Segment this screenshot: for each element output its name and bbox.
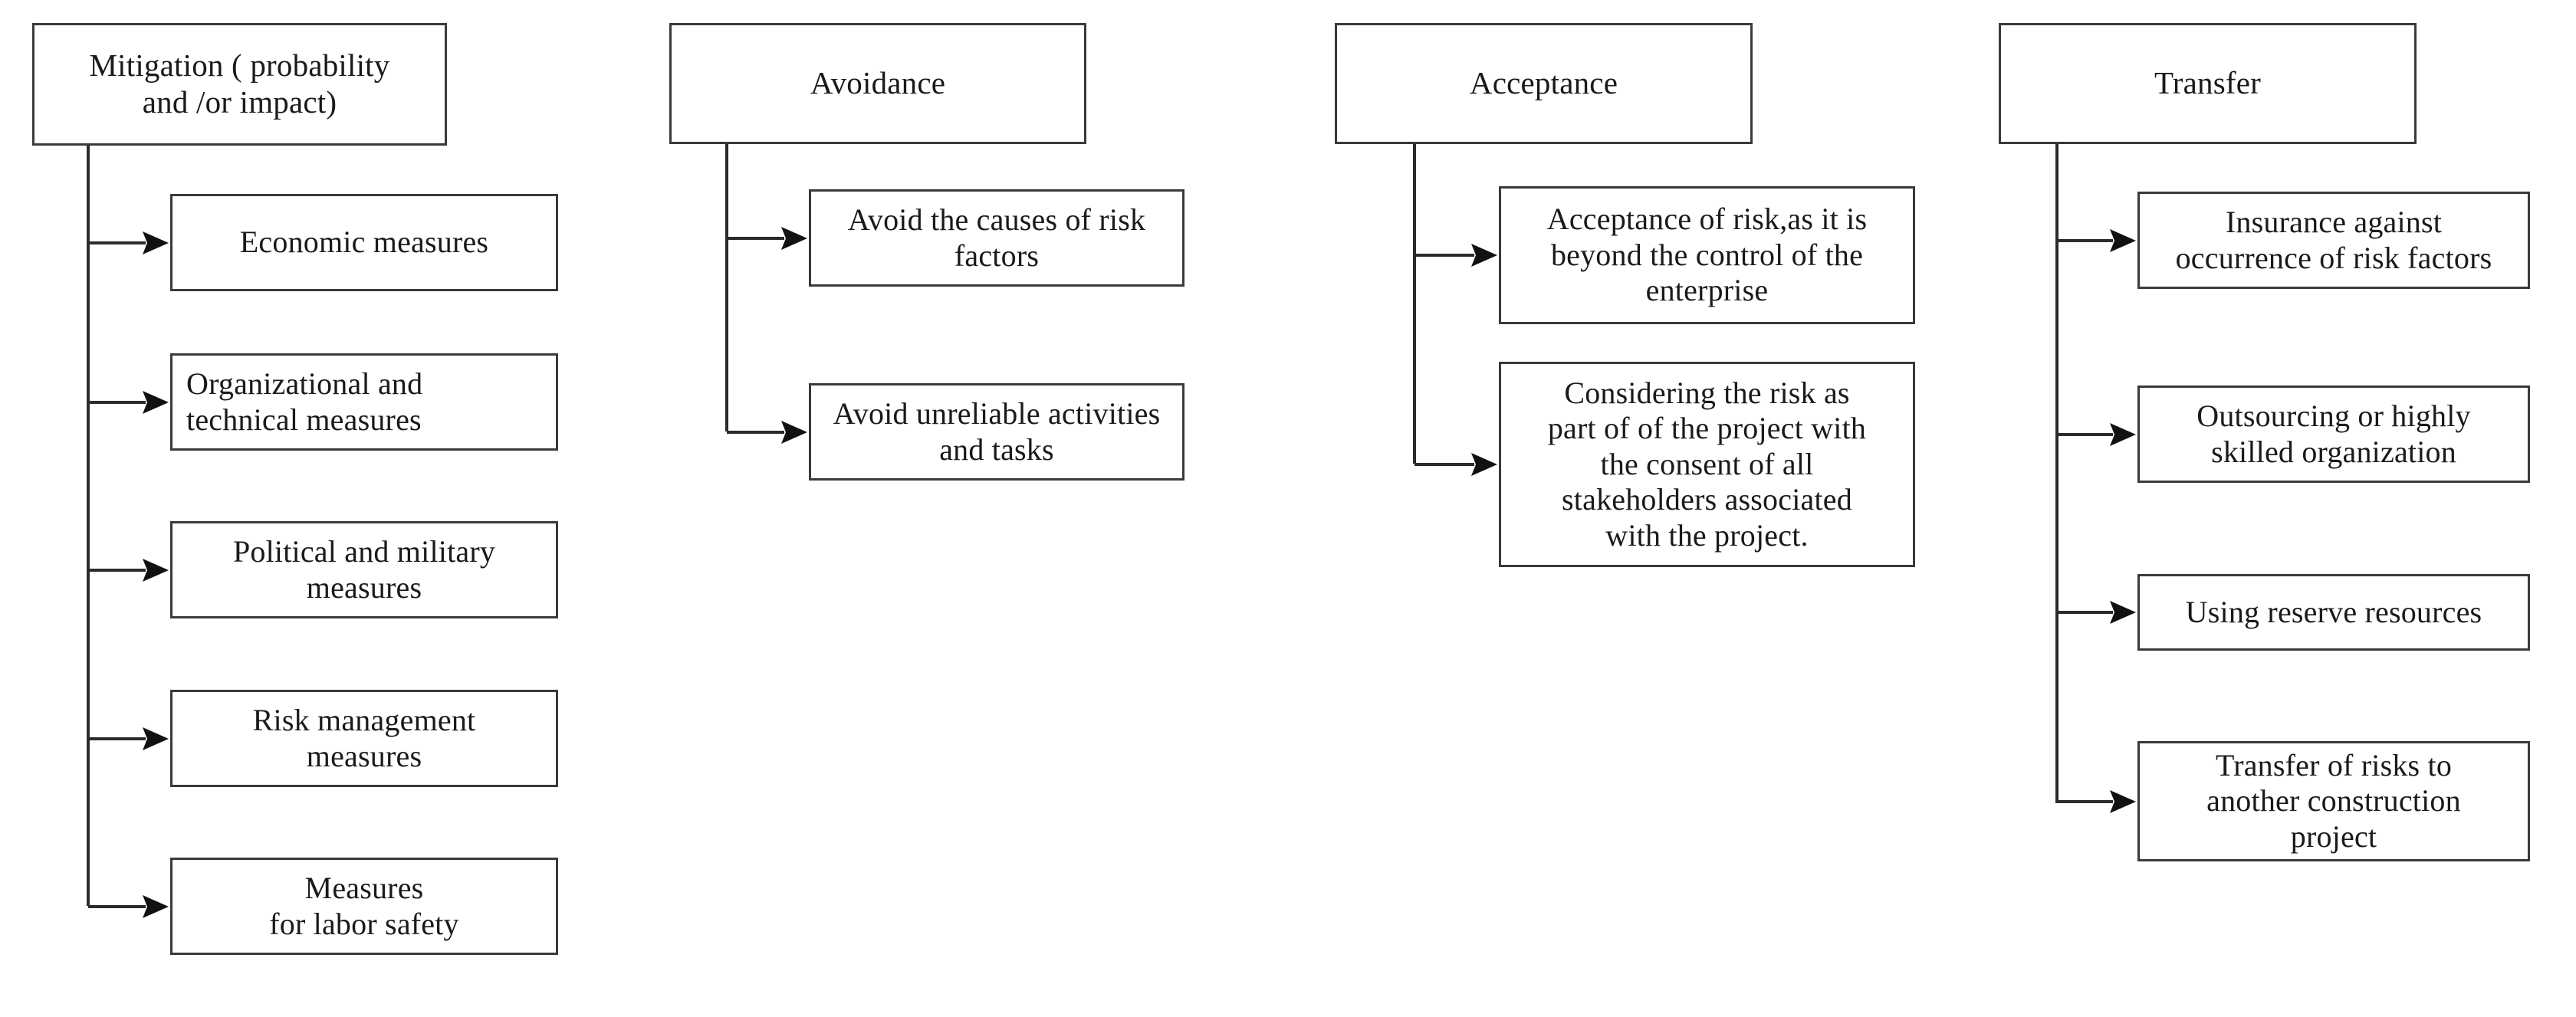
root-node-transfer: Transfer (1999, 23, 2417, 144)
child-node-avoidance-2: Avoid unreliable activities and tasks (809, 383, 1184, 481)
arrowhead-mitigation-1 (143, 231, 169, 254)
child-node-mitigation-3: Political and military measures (170, 521, 558, 618)
root-node-acceptance: Acceptance (1335, 23, 1753, 144)
root-node-avoidance: Avoidance (669, 23, 1086, 144)
child-node-mitigation-5: Measures for labor safety (170, 858, 558, 955)
arrowhead-avoidance-1 (781, 227, 807, 250)
child-node-transfer-1: Insurance against occurrence of risk fac… (2137, 192, 2530, 289)
arrowhead-mitigation-4 (143, 727, 169, 750)
node-label: Outsourcing or highly skilled organizati… (2196, 399, 2471, 469)
arrowhead-mitigation-5 (143, 895, 169, 918)
child-node-mitigation-4: Risk management measures (170, 690, 558, 787)
arrowhead-mitigation-2 (143, 391, 169, 414)
arrowhead-avoidance-2 (781, 421, 807, 444)
child-node-mitigation-1: Economic measures (170, 194, 558, 291)
node-label: Economic measures (239, 225, 489, 260)
node-label: Measures for labor safety (269, 871, 459, 941)
arrowhead-transfer-1 (2110, 229, 2136, 252)
arrowhead-acceptance-2 (1471, 453, 1497, 476)
node-label: Acceptance of risk,as it is beyond the c… (1546, 202, 1868, 308)
node-label: Transfer of risks to another constructio… (2206, 747, 2461, 854)
child-node-mitigation-2: Organizational and technical measures (170, 353, 558, 451)
node-label: Acceptance (1469, 65, 1618, 101)
node-label: Considering the risk as part of of the p… (1547, 376, 1867, 553)
arrowhead-transfer-2 (2110, 423, 2136, 446)
node-label: Risk management measures (252, 703, 476, 773)
child-node-acceptance-2: Considering the risk as part of of the p… (1499, 362, 1915, 567)
node-label: Avoidance (810, 65, 946, 101)
child-node-acceptance-1: Acceptance of risk,as it is beyond the c… (1499, 186, 1915, 324)
node-label: Avoid unreliable activities and tasks (833, 396, 1161, 467)
node-label: Avoid the causes of risk factors (847, 202, 1146, 273)
child-node-transfer-3: Using reserve resources (2137, 574, 2530, 651)
node-label: Organizational and technical measures (186, 366, 423, 437)
child-node-avoidance-1: Avoid the causes of risk factors (809, 189, 1184, 287)
root-node-mitigation: Mitigation ( probability and /or impact) (32, 23, 447, 146)
node-label: Political and military measures (232, 534, 496, 605)
arrowhead-acceptance-1 (1471, 244, 1497, 267)
node-label: Insurance against occurrence of risk fac… (2175, 205, 2492, 275)
arrowhead-transfer-3 (2110, 601, 2136, 624)
node-label: Mitigation ( probability and /or impact) (89, 48, 390, 120)
child-node-transfer-4: Transfer of risks to another constructio… (2137, 741, 2530, 861)
arrowhead-mitigation-3 (143, 559, 169, 582)
node-label: Using reserve resources (2185, 594, 2482, 629)
child-node-transfer-2: Outsourcing or highly skilled organizati… (2137, 385, 2530, 483)
arrowhead-transfer-4 (2110, 790, 2136, 813)
node-label: Transfer (2154, 65, 2261, 101)
